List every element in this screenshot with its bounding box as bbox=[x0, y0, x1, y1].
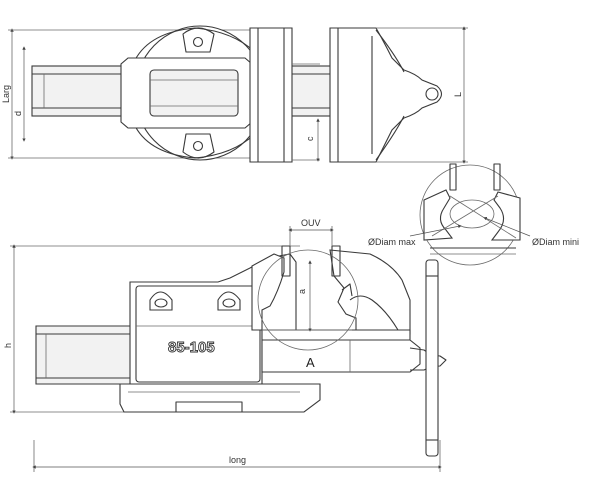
dim-label-a: a bbox=[297, 289, 307, 294]
dim-label-L: L bbox=[453, 92, 463, 97]
top-view: Larg d c bbox=[1, 25, 468, 164]
label-diam-mini: ØDiam mini bbox=[532, 237, 579, 247]
side-view: h long 85-105 bbox=[3, 218, 447, 472]
dim-label-long: long bbox=[229, 455, 246, 465]
dim-label-ouv: OUV bbox=[301, 218, 321, 228]
label-diam-max: ØDiam max bbox=[368, 237, 416, 247]
detail-view-a: ØDiam max ØDiam mini bbox=[368, 163, 579, 266]
dim-label-c: c bbox=[305, 136, 315, 141]
model-number: 85-105 bbox=[168, 339, 215, 356]
dim-label-larg: Larg bbox=[1, 85, 11, 103]
dim-label-d: d bbox=[13, 111, 23, 116]
detail-label-a: A bbox=[306, 355, 315, 370]
dim-label-h: h bbox=[3, 343, 13, 348]
